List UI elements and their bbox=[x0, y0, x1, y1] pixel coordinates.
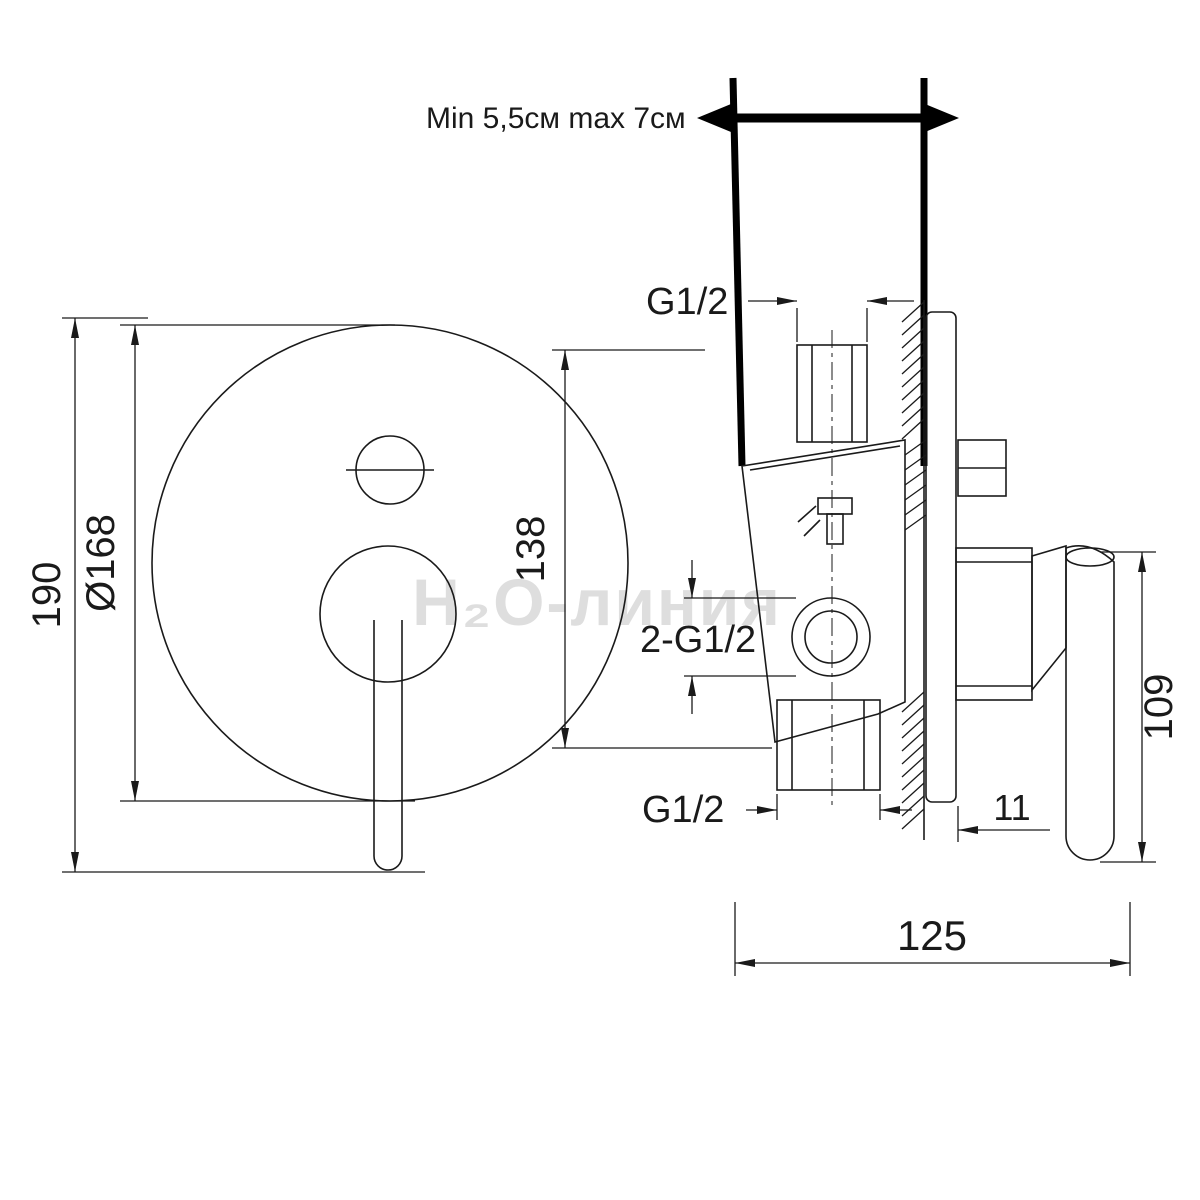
dim-label-109: 109 bbox=[1137, 674, 1181, 741]
label-2g12: 2-G1/2 bbox=[640, 619, 756, 661]
outlet-port-outer bbox=[791, 597, 871, 677]
depth-range-arrowhead-right bbox=[925, 104, 959, 132]
min-wall-line bbox=[729, 77, 746, 467]
label-g12-bottom: G1/2 bbox=[642, 789, 724, 831]
depth-range-arrowhead-left bbox=[697, 104, 731, 132]
front-dimensions: 190 Ø168 138 bbox=[25, 317, 772, 873]
faceplate-circle bbox=[151, 324, 629, 802]
dim-label-125: 125 bbox=[897, 912, 967, 959]
wall-depth-range: Min 5,5см max 7см bbox=[426, 77, 959, 467]
dim-label-190: 190 bbox=[25, 562, 69, 629]
adjuster-screw-stem bbox=[826, 513, 844, 545]
mounting-lug bbox=[957, 439, 1007, 497]
valve-body bbox=[741, 439, 906, 744]
outlet-port-inner bbox=[804, 610, 858, 664]
lever-handle-front bbox=[373, 620, 403, 871]
thread-hatching-through-wall bbox=[904, 439, 927, 531]
cartridge-housing bbox=[955, 547, 1033, 701]
side-dimensions: G1/2 2-G1/2 G1/2 11 109 125 bbox=[640, 281, 1181, 976]
lever-cap bbox=[1065, 547, 1115, 567]
wall-hatching-lower bbox=[901, 691, 925, 830]
handle-hub-circle bbox=[319, 545, 457, 683]
handle-assembly bbox=[955, 544, 1115, 861]
watermark-text: H₂O-линия bbox=[412, 565, 782, 639]
bottom-inlet-pipe bbox=[776, 699, 881, 791]
label-g12-top: G1/2 bbox=[646, 281, 728, 323]
wall-hatching-upper bbox=[901, 301, 925, 440]
lever-handle-side bbox=[1065, 545, 1115, 861]
faceplate-side bbox=[925, 311, 957, 803]
dim-label-d168: Ø168 bbox=[79, 514, 123, 612]
wall-depth-label: Min 5,5см max 7см bbox=[426, 102, 686, 135]
handle-hub-side bbox=[1031, 544, 1067, 693]
dim-label-138: 138 bbox=[509, 516, 553, 583]
adjuster-screw-top bbox=[817, 497, 853, 515]
side-view bbox=[741, 300, 1115, 861]
dim-label-11: 11 bbox=[993, 787, 1030, 828]
